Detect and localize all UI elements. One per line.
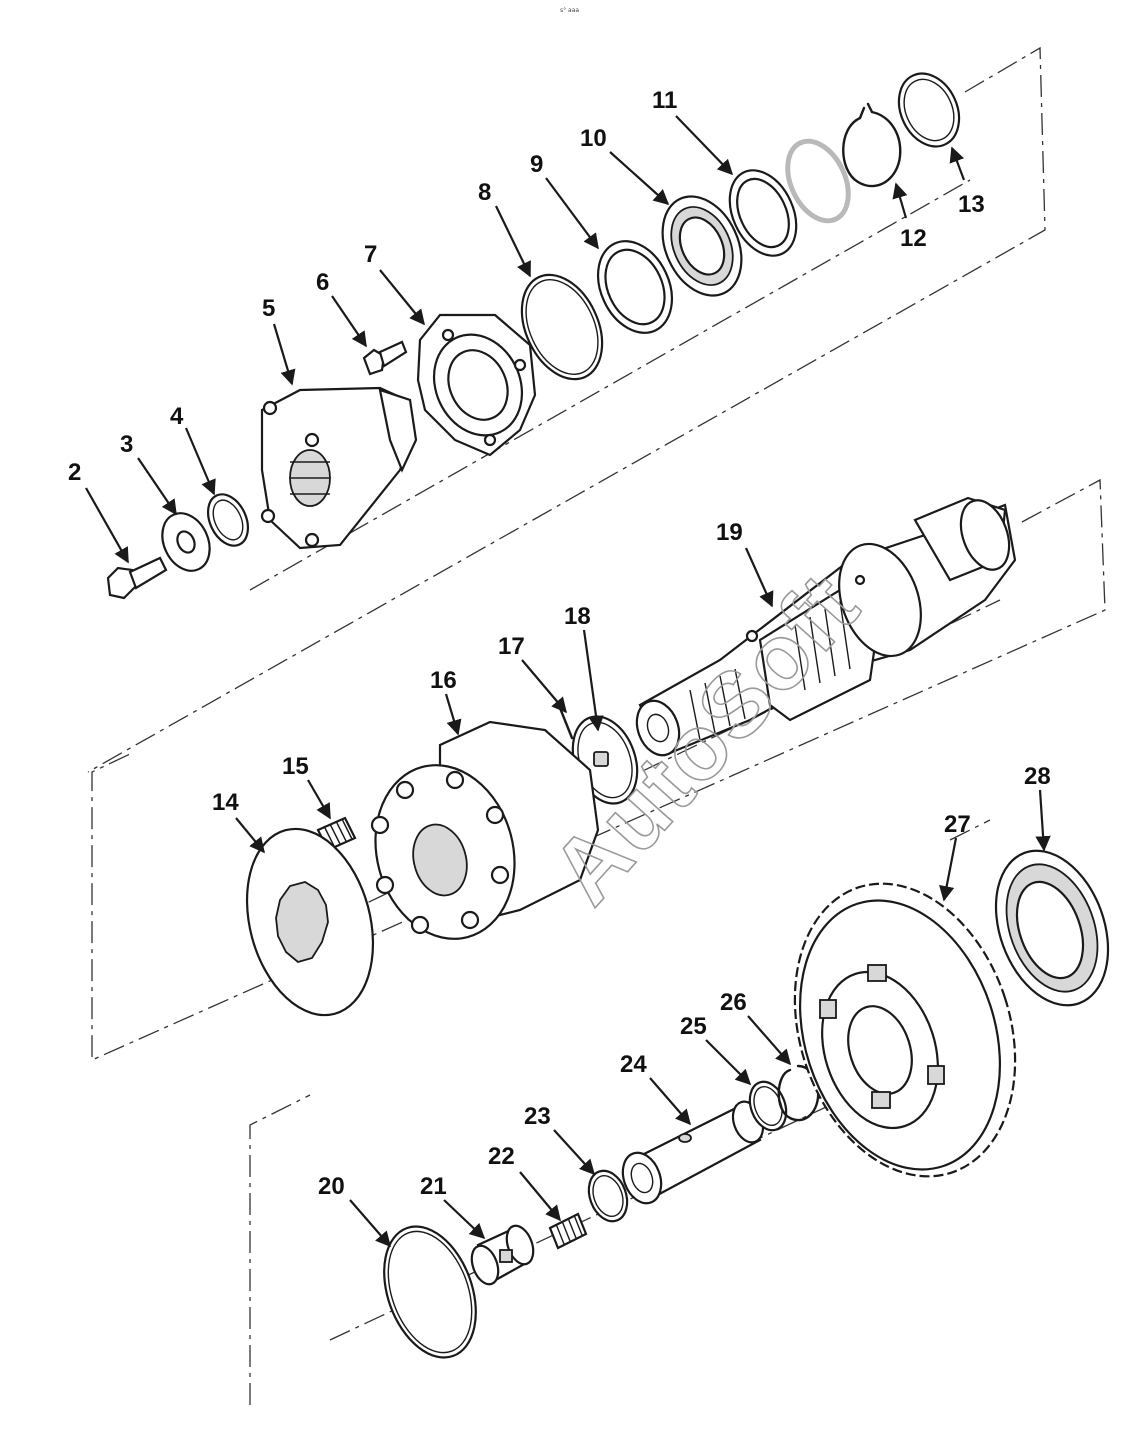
callout-7: 7	[364, 241, 377, 268]
yoke-part-5	[260, 386, 418, 550]
plunger-part-21	[470, 1224, 535, 1286]
callout-2: 2	[68, 459, 81, 486]
callout-5: 5	[262, 295, 275, 322]
callout-15: 15	[282, 753, 309, 780]
washer-part-3	[161, 512, 211, 572]
callout-4: 4	[170, 403, 184, 430]
callout-6: 6	[316, 269, 329, 296]
ring-part-13	[897, 72, 961, 148]
ring-part-4	[206, 493, 250, 547]
callout-22: 22	[488, 1143, 515, 1170]
oring-part-8	[520, 273, 604, 381]
callout-14: 14	[212, 789, 239, 816]
callout-26: 26	[720, 989, 747, 1016]
callout-18: 18	[564, 603, 591, 630]
bearing-part-10	[661, 195, 743, 297]
callout-25: 25	[680, 1013, 707, 1040]
callout-21: 21	[420, 1173, 447, 1200]
group-outline-middle	[91, 478, 1106, 1061]
callout-24: 24	[620, 1051, 647, 1078]
shim-ring	[785, 138, 851, 224]
group-outline-lower	[249, 819, 991, 1405]
callout-19: 19	[716, 519, 743, 546]
callout-20: 20	[318, 1173, 345, 1200]
callout-28: 28	[1024, 763, 1051, 790]
callout-9: 9	[530, 151, 543, 178]
group-outline-upper	[87, 46, 1046, 773]
bearing-part-28	[994, 849, 1110, 1007]
callout-labels: 2 3 4 5 6 7 8 9 10 11 12 13 14 15 16 17 …	[68, 87, 1051, 1200]
callout-10: 10	[580, 125, 607, 152]
bolt-part-6	[362, 340, 408, 376]
ring-part-11	[728, 169, 798, 257]
callout-27: 27	[944, 811, 971, 838]
friction-plate-part-14	[245, 827, 375, 1017]
flange-housing-part-7	[416, 313, 537, 457]
callout-23: 23	[524, 1103, 551, 1130]
callout-leaders	[85, 115, 1051, 1248]
callout-8: 8	[478, 179, 491, 206]
header-mark: s° aaa	[560, 7, 579, 14]
callout-13: 13	[958, 191, 985, 218]
clutch-hub-part-16	[370, 720, 600, 940]
spring-part-22	[548, 1212, 588, 1250]
callout-3: 3	[120, 431, 133, 458]
callout-12: 12	[900, 225, 927, 252]
oring-part-23	[587, 1169, 629, 1223]
callout-11: 11	[652, 87, 677, 114]
bolt-part-2	[106, 556, 168, 600]
callout-17: 17	[498, 633, 525, 660]
pin-part-17	[558, 706, 574, 740]
ring-part-25	[748, 1080, 788, 1132]
shaft-part-19	[635, 496, 1017, 757]
seal-part-9	[597, 240, 673, 334]
snap-ring-part-20	[383, 1225, 477, 1359]
gear-part-27	[793, 882, 1017, 1178]
shaft-pin-part-24	[621, 1100, 765, 1205]
snap-ring-part-12	[842, 102, 902, 188]
callout-16: 16	[430, 667, 457, 694]
